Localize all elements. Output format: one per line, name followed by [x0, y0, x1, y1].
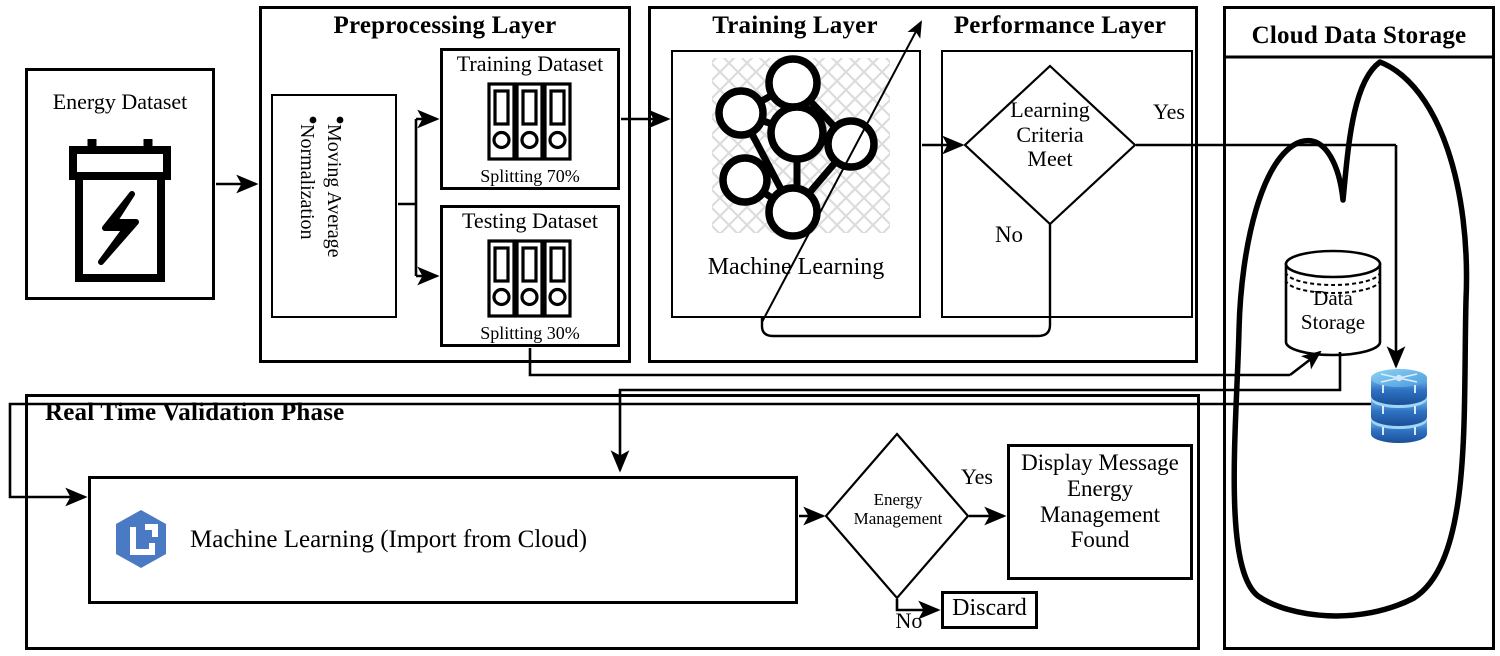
- validation-ml-box-label: Machine Learning (Import from Cloud): [190, 526, 588, 553]
- training-layer-node-label: Machine Learning: [707, 254, 885, 280]
- discard-box[interactable]: [941, 591, 1038, 629]
- data-storage-label: Data Storage: [1300, 286, 1366, 334]
- validation-yes-label: Yes: [960, 464, 993, 489]
- testing-dataset-title: Testing Dataset: [462, 208, 598, 233]
- testing-dataset-split-label: Splitting 30%: [480, 323, 580, 343]
- training-layer-title: Training Layer: [712, 12, 878, 39]
- display-message-label: Display Message Energy Management Found: [1021, 450, 1179, 553]
- energy-dataset-title: Energy Dataset: [52, 89, 188, 114]
- energy-management-label: Energy Management: [853, 490, 943, 529]
- training-dataset-split-label: Splitting 70%: [480, 166, 580, 186]
- validation-no-label: No: [895, 608, 923, 633]
- preprocessing-steps-box[interactable]: [271, 94, 397, 318]
- training-dataset-title: Training Dataset: [456, 51, 604, 76]
- performance-layer-box[interactable]: [941, 50, 1193, 318]
- preprocessing-bullet-normalization: Normalization: [296, 124, 318, 240]
- preprocessing-bullet-moving-average: Moving Average: [323, 124, 345, 258]
- performance-yes-label: Yes: [1152, 99, 1185, 124]
- discard-label: Discard: [952, 595, 1027, 621]
- validation-phase-title: Real Time Validation Phase: [45, 399, 345, 426]
- performance-no-label: No: [994, 222, 1024, 247]
- learning-criteria-label: Learning Criteria Meet: [1010, 97, 1090, 172]
- performance-layer-title: Performance Layer: [953, 12, 1167, 39]
- cloud-data-storage-title: Cloud Data Storage: [1251, 22, 1467, 49]
- preprocessing-layer-title: Preprocessing Layer: [333, 12, 557, 39]
